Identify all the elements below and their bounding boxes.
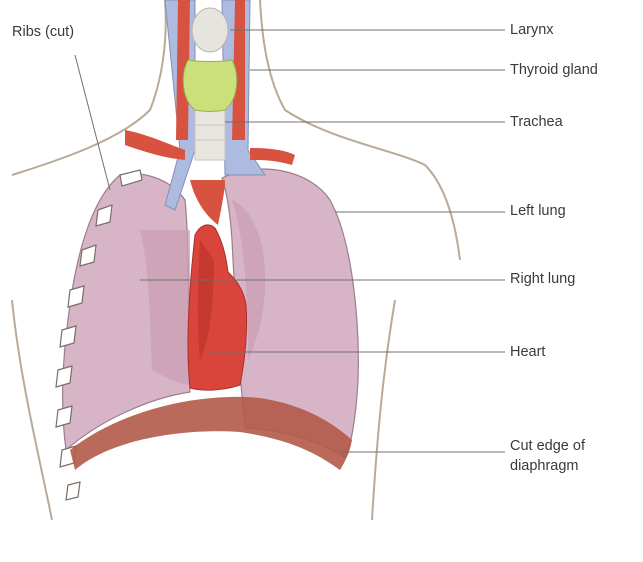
larynx-shape [192, 8, 228, 52]
label-trachea: Trachea [510, 114, 563, 131]
thyroid-shape [183, 60, 236, 112]
label-left-lung: Left lung [510, 203, 566, 220]
label-thyroid-gland: Thyroid gland [510, 62, 598, 79]
label-right-lung: Right lung [510, 271, 575, 288]
label-ribs: Ribs (cut) [12, 24, 74, 41]
label-heart: Heart [510, 344, 545, 361]
label-larynx: Larynx [510, 22, 554, 39]
label-cut-edge-line1: Cut edge of [510, 438, 585, 455]
label-cut-edge-line2: diaphragm [510, 458, 579, 475]
